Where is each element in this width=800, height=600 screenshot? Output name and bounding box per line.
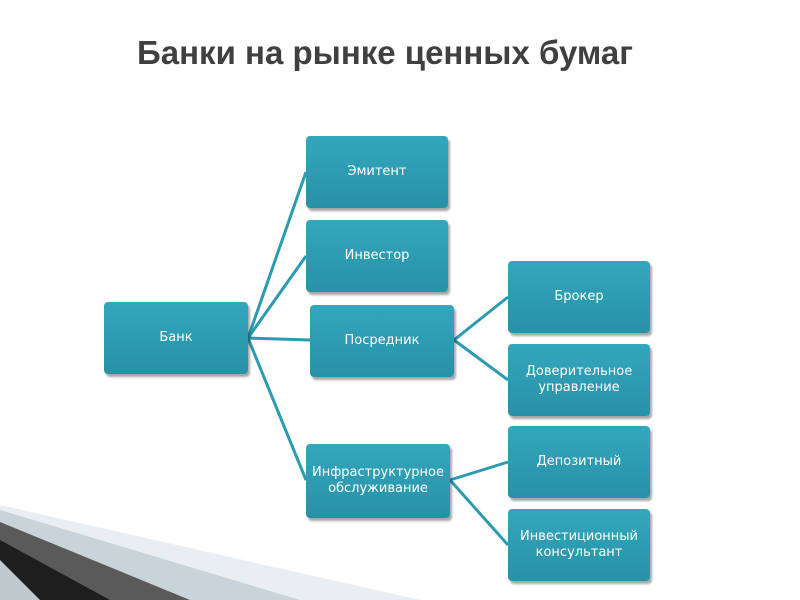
node-broker: Брокер: [508, 261, 650, 333]
edge-bank-infrastructure: [246, 337, 308, 481]
node-depository: Депозитный: [508, 426, 650, 498]
node-intermediary: Посредник: [310, 305, 454, 377]
edge-intermediary-broker: [453, 295, 509, 342]
edge-bank-intermediary: [247, 336, 311, 342]
page-title: Банки на рынке ценных бумаг: [137, 34, 633, 71]
node-emitent: Эмитент: [306, 136, 448, 208]
edge-infrastructure-depository: [449, 460, 509, 482]
node-infrastructure: Инфраструктурное обслуживание: [306, 444, 450, 518]
node-consultant: Инвестиционный консультант: [508, 509, 650, 581]
node-investor: Инвестор: [306, 220, 448, 292]
edge-intermediary-trust: [453, 338, 509, 382]
edge-infrastructure-consultant: [448, 479, 510, 546]
edge-bank-emitent: [246, 171, 308, 339]
edge-bank-investor: [246, 255, 308, 339]
node-trust: Доверительное управление: [508, 344, 650, 416]
node-bank: Банк: [104, 302, 248, 374]
